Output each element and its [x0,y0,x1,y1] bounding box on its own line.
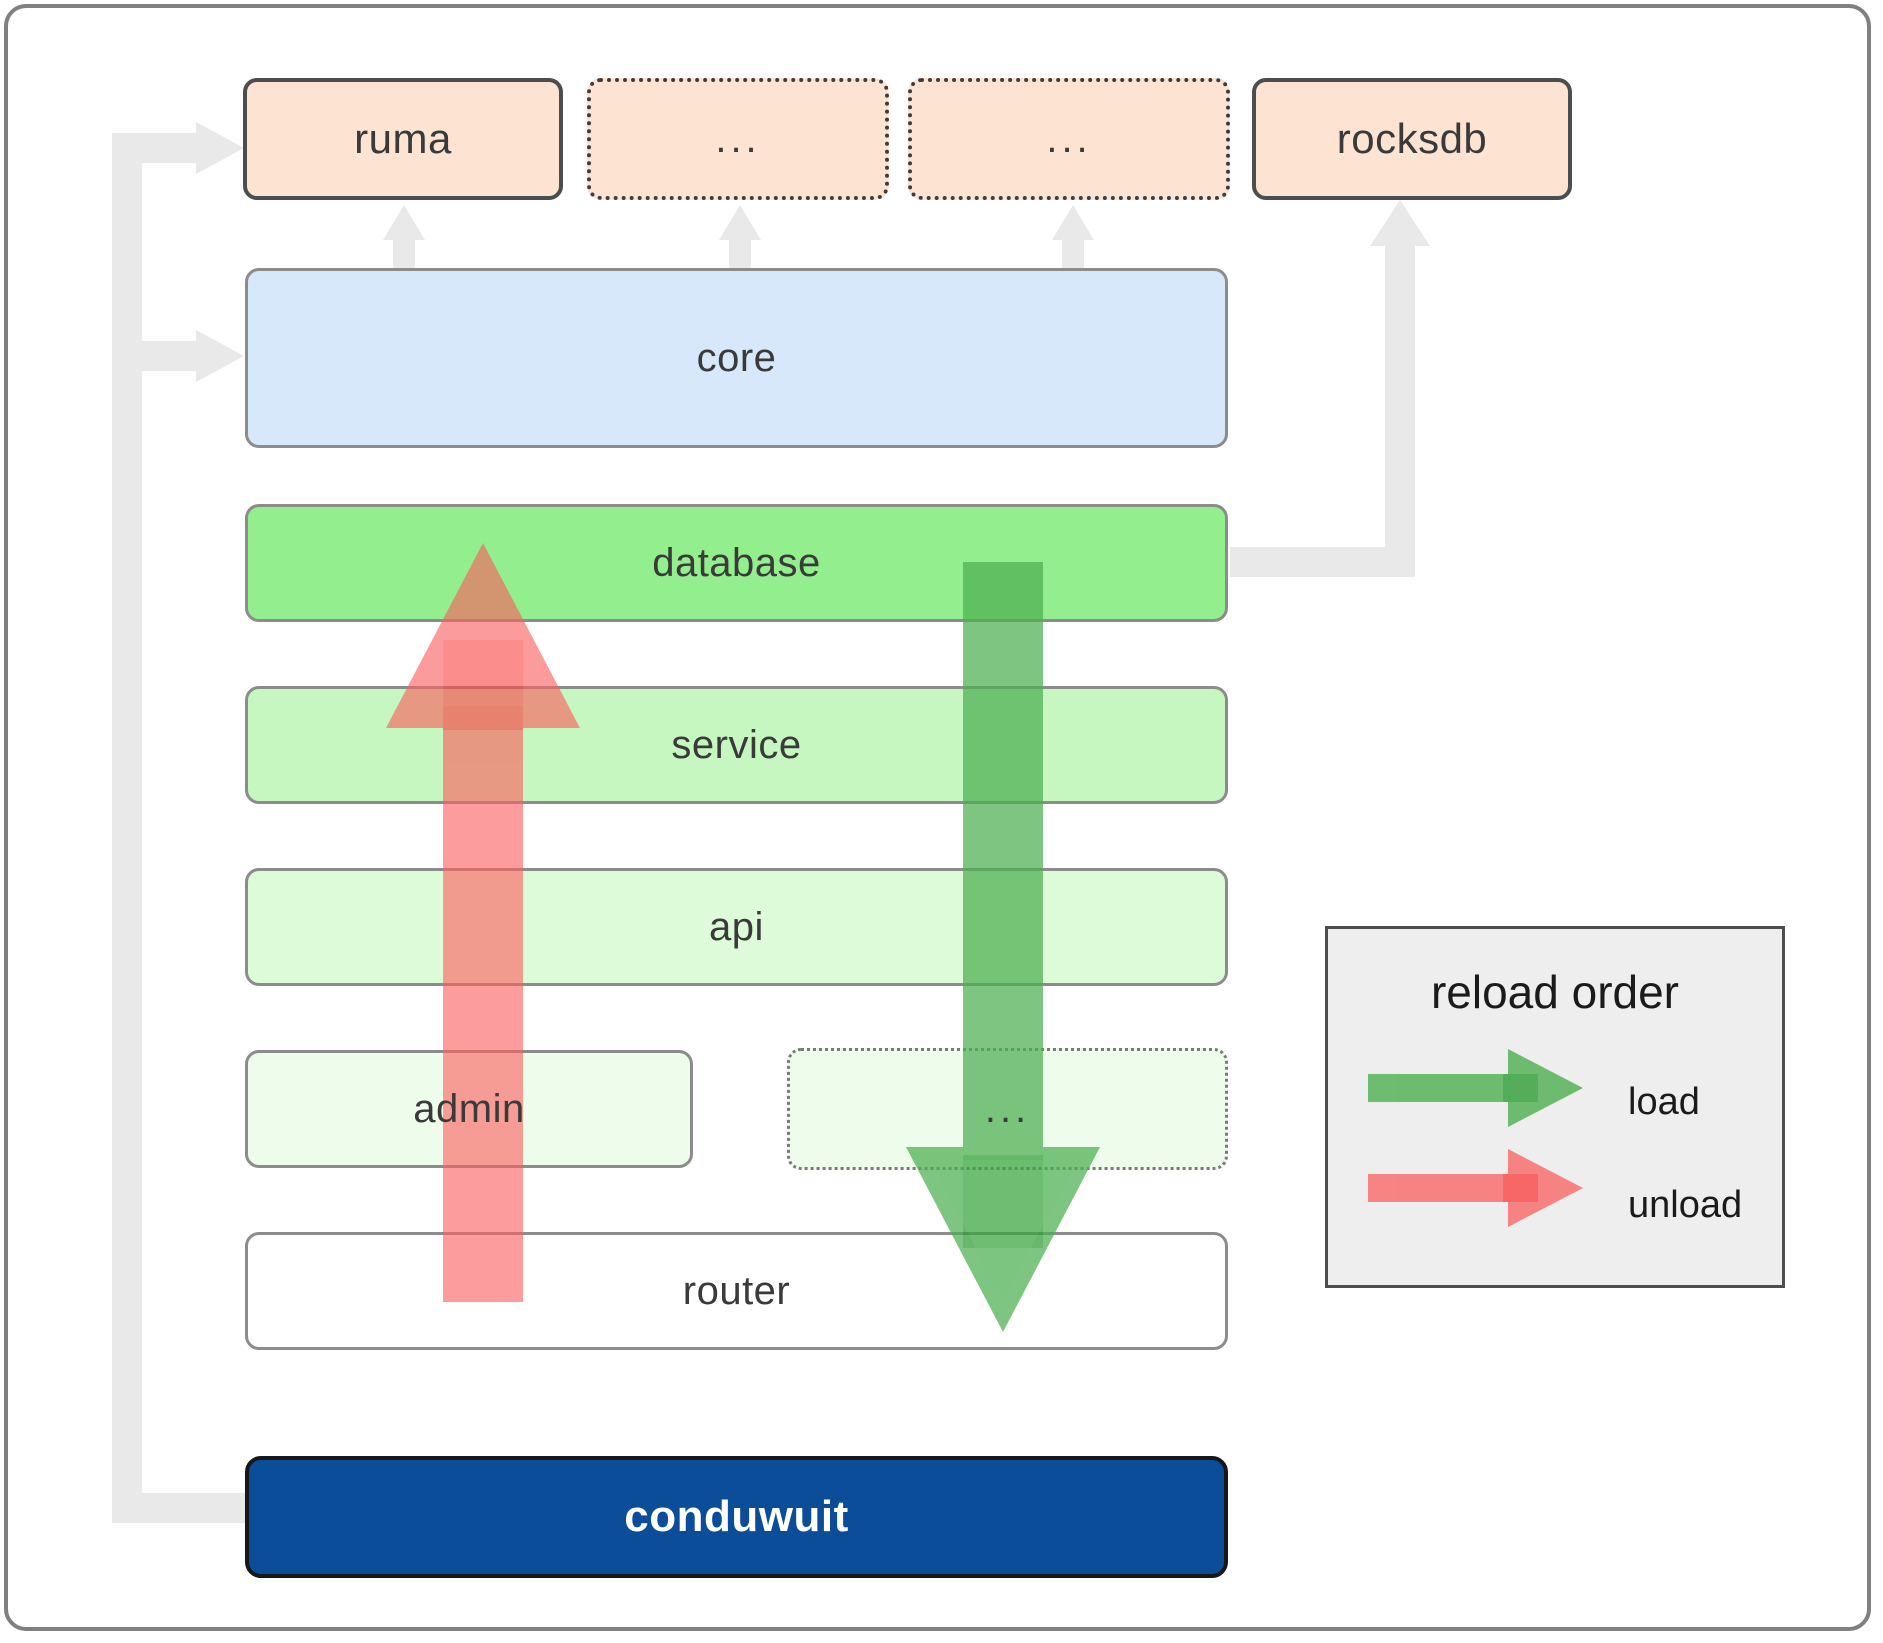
dependency-label-ellipsis-1: ... [715,116,761,161]
layer-label-router: router [682,1268,791,1313]
layer-box-service[interactable]: service [245,686,1228,804]
layer-label-core: core [696,335,777,380]
layer-label-ellipsis: ... [984,1086,1031,1131]
root-label-conduwuit: conduwuit [624,1492,849,1541]
legend-label-load: load [1628,1081,1700,1123]
layer-box-core[interactable]: core [245,268,1228,448]
layer-box-api[interactable]: api [245,868,1228,986]
dependency-label-ruma: ruma [354,115,452,162]
layer-label-database: database [652,540,821,585]
layer-box-ellipsis[interactable]: ... [787,1048,1228,1170]
dependency-box-ellipsis-1[interactable]: ... [587,78,889,200]
dependency-box-ellipsis-2[interactable]: ... [908,78,1230,200]
dependency-label-ellipsis-2: ... [1046,116,1092,161]
layer-box-router[interactable]: router [245,1232,1228,1350]
legend-arrows [1368,1049,1583,1227]
legend-title: reload order [1430,966,1680,1018]
legend-arrow-load [1368,1049,1583,1127]
legend-panel: reload order load unload [1325,926,1785,1288]
dependency-label-rocksdb: rocksdb [1336,115,1488,162]
layer-box-admin[interactable]: admin [245,1050,693,1168]
diagram-frame [4,4,1871,1631]
layer-box-database[interactable]: database [245,504,1228,622]
legend-label-unload: unload [1628,1184,1743,1226]
layer-label-admin: admin [413,1086,525,1131]
dependency-box-ruma[interactable]: ruma [243,78,563,200]
layer-label-api: api [709,904,764,949]
dependency-box-rocksdb[interactable]: rocksdb [1252,78,1572,200]
legend-arrow-unload [1368,1149,1583,1227]
root-box-conduwuit[interactable]: conduwuit [245,1456,1228,1578]
layer-label-service: service [671,722,802,767]
